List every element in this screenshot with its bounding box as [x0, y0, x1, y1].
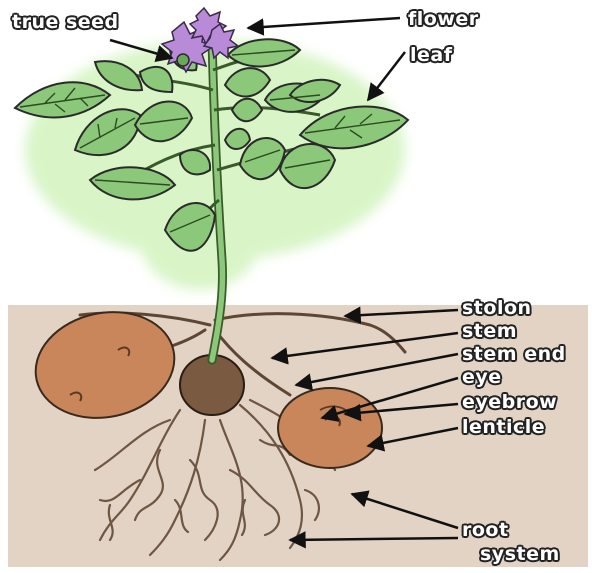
- label-leaf: leaf: [410, 45, 453, 65]
- label-stolon: stolon: [462, 298, 532, 318]
- label-eye: eye: [462, 367, 502, 387]
- label-eyebrow: eyebrow: [462, 392, 557, 412]
- arrow-flower: [248, 18, 400, 28]
- label-stem-end: stem end: [462, 344, 566, 364]
- arrow-leaf: [368, 52, 405, 100]
- label-lenticle: lenticle: [462, 417, 545, 437]
- label-true-seed: true seed: [12, 12, 119, 32]
- label-flower: flower: [408, 9, 479, 29]
- label-system: system: [480, 544, 560, 564]
- tuber-right: [278, 388, 382, 468]
- label-stem: stem: [462, 321, 517, 341]
- true-seed-berry: [177, 54, 189, 66]
- label-root: root: [462, 520, 509, 540]
